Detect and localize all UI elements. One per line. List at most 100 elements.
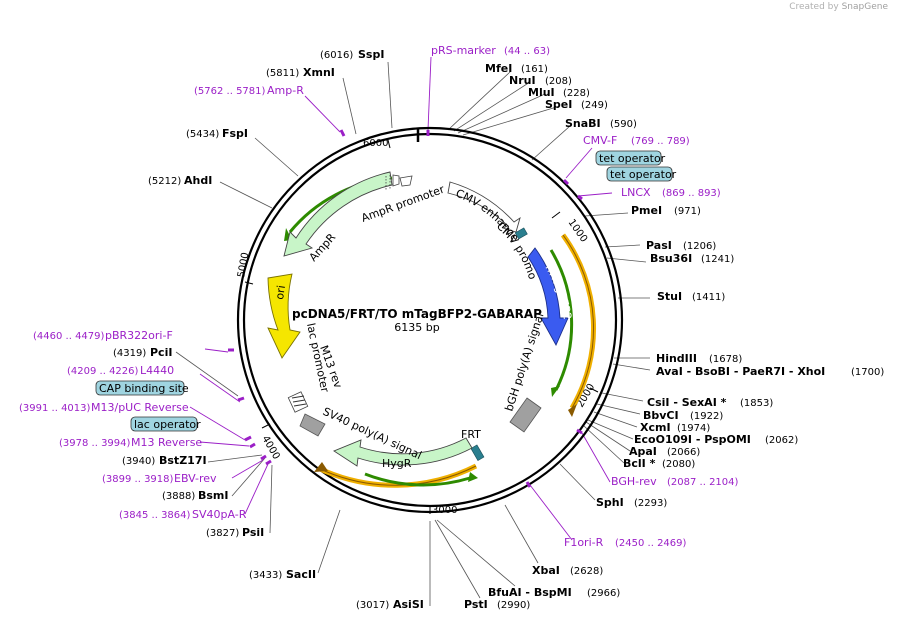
enzyme-labels-left: (6016) SspI (5811) XmnI (5434) FspI (521… — [113, 48, 424, 611]
tet-operator-box-2: tet operator — [610, 168, 677, 181]
primer-name: EBV-rev — [174, 472, 217, 485]
primer-name: L4440 — [140, 364, 174, 377]
enzyme-name: PstI — [464, 598, 488, 611]
hygr-label: HygR — [382, 457, 412, 470]
primer-name: CMV-F — [583, 134, 617, 147]
mtagbfp2-arrow — [527, 247, 569, 347]
bgh-polya-box — [509, 397, 542, 433]
orf-green-right — [549, 249, 574, 391]
orf-green-right-arrowhead — [551, 386, 560, 397]
enzyme-name: StuI — [657, 290, 682, 303]
enzyme-name: EcoO109I - PspOMI — [634, 433, 751, 446]
enzyme-pos: (228) — [563, 88, 590, 99]
ampr-promoter-arrowtip — [399, 175, 413, 187]
leader-lines — [175, 61, 651, 606]
enzyme-name: NruI — [509, 74, 536, 87]
enzyme-name: BbvCI — [643, 409, 679, 422]
enzyme-name: FspI — [222, 127, 248, 140]
plasmid-title: pcDNA5/FRT/TO mTagBFP2-GABARAP — [292, 307, 542, 321]
orf-orange-bottom-arrowhead — [314, 462, 328, 472]
enzyme-name: SspI — [358, 48, 384, 61]
primer-labels: pRS-marker (44 .. 63) (5762 .. 5781) Amp… — [19, 44, 739, 549]
snapgene-logo: SnapGene — [841, 2, 888, 12]
primer-marks — [228, 129, 583, 488]
primer-name: LNCX — [621, 186, 651, 199]
snapgene-credit: Created by SnapGene — [789, 2, 888, 12]
enzyme-pos: (3017) — [356, 600, 389, 611]
primer-name: BGH-rev — [611, 475, 657, 488]
orf-orange-bottom-outline — [317, 465, 477, 486]
enzyme-name: SacII — [286, 568, 316, 581]
enzyme-name: HindIII — [656, 352, 697, 365]
primer-pos: (2450 .. 2469) — [615, 538, 687, 549]
primer-pos: (2087 .. 2104) — [667, 477, 739, 488]
enzyme-name: MfeI — [485, 62, 512, 75]
sv40-polya-box — [299, 413, 326, 437]
frt-mark — [470, 444, 485, 461]
enzyme-pos: (1241) — [701, 254, 734, 265]
ampr-promoter-box — [392, 174, 400, 187]
lac-operator-box: lac operator — [134, 418, 201, 431]
enzyme-pos: (5811) — [266, 68, 299, 79]
enzyme-name: AsiSI — [393, 598, 424, 611]
enzyme-pos: (2080) — [662, 459, 695, 470]
primer-pos: (869 .. 893) — [662, 188, 721, 199]
enzyme-pos: (161) — [521, 64, 548, 75]
orf-green-bottom-arrowhead — [468, 472, 478, 482]
enzyme-pos: (1922) — [690, 411, 723, 422]
primer-pos: (769 .. 789) — [631, 136, 690, 147]
enzyme-name: AhdI — [184, 174, 212, 187]
primer-pos: (4460 .. 4479) — [33, 331, 105, 342]
site-boxes: tet operator tet operator CAP binding si… — [95, 150, 677, 432]
primer-name: pRS-marker — [431, 44, 496, 57]
enzyme-pos: (2293) — [634, 498, 667, 509]
enzyme-pos: (208) — [545, 76, 572, 87]
enzyme-name: BclI * — [623, 457, 656, 470]
enzyme-pos: (590) — [610, 119, 637, 130]
cmv-promoter-label: CMV promoter — [0, 0, 539, 281]
ampr-promoter-dots — [385, 175, 391, 190]
enzyme-name: PciI — [150, 346, 172, 359]
primer-name: M13 Reverse — [131, 436, 202, 449]
enzyme-pos: (1206) — [683, 241, 716, 252]
primer-pos: (3845 .. 3864) — [119, 510, 191, 521]
enzyme-name: XbaI — [532, 564, 560, 577]
tet-operator-mark — [514, 227, 528, 240]
primer-pos: (44 .. 63) — [504, 46, 550, 57]
enzyme-name: ApaI — [629, 445, 657, 458]
enzyme-name: SnaBI — [565, 117, 601, 130]
enzyme-pos: (1411) — [692, 292, 725, 303]
primer-name: Amp-R — [267, 84, 304, 97]
enzyme-pos: (2990) — [497, 600, 530, 611]
enzyme-pos: (5212) — [148, 176, 181, 187]
ori-label: ori — [273, 284, 288, 300]
enzyme-pos: (5434) — [186, 129, 219, 140]
orf-arcs — [288, 176, 597, 488]
enzyme-name: Bsu36I — [650, 252, 692, 265]
enzyme-pos: (249) — [581, 100, 608, 111]
enzyme-labels-right: MfeI (161) NruI (208) MluI (228) SpeI (2… — [464, 62, 884, 611]
enzyme-pos: (2628) — [570, 566, 603, 577]
primer-leaders — [189, 56, 613, 541]
enzyme-name: BfuAI - BspMI — [488, 586, 572, 599]
tick-label-3000: 3000 — [432, 505, 457, 516]
enzyme-name: CsiI - SexAI * — [647, 396, 727, 409]
ori-arrow — [267, 273, 301, 359]
frt-label: FRT — [461, 428, 481, 441]
cap-binding-site-box: CAP binding site — [99, 382, 189, 395]
enzyme-pos: (3827) — [206, 528, 239, 539]
cmv-enhancer-label: CMV enhancer — [0, 0, 522, 244]
orf-green-bottom — [364, 472, 471, 487]
ampr-arrow — [283, 171, 393, 257]
enzyme-pos: (6016) — [320, 50, 353, 61]
primer-pos: (3899 .. 3918) — [102, 474, 174, 485]
primer-name: F1ori-R — [564, 536, 604, 549]
enzyme-pos: (3433) — [249, 570, 282, 581]
tick-label-6000: 6000 — [363, 138, 388, 149]
enzyme-name: XcmI — [640, 421, 671, 434]
primer-pos: (4209 .. 4226) — [67, 366, 139, 377]
enzyme-name: AvaI - BsoBI - PaeR7I - XhoI — [656, 365, 825, 378]
tick-marks — [244, 139, 599, 514]
hygr-arrow — [333, 437, 473, 467]
enzyme-pos: (3888) — [162, 491, 195, 502]
